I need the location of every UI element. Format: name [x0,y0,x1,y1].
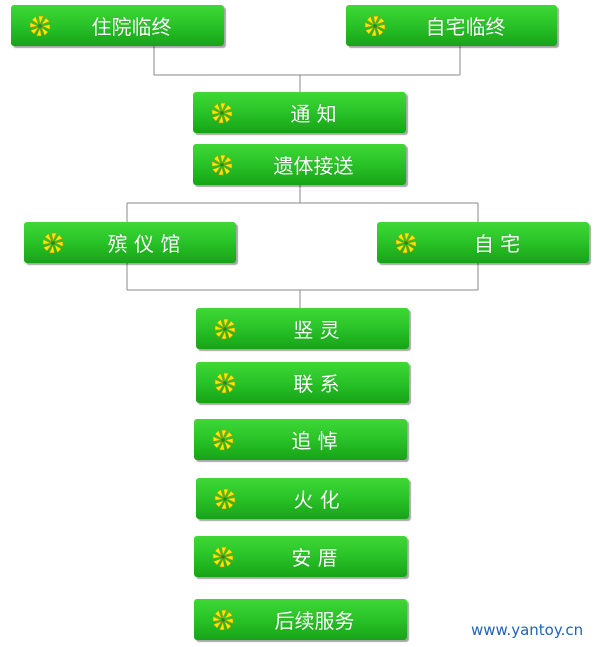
node-step-follow-up[interactable]: 后续服务 [194,599,407,640]
flower-icon [208,316,242,342]
flower-icon [205,100,239,126]
node-step-interment[interactable]: 安 厝 [194,536,407,577]
node-label: 后续服务 [274,609,355,633]
node-label: 竖 灵 [293,318,340,342]
node-label: 安 厝 [291,546,338,570]
node-label: 通 知 [290,102,337,126]
node-body-transport[interactable]: 遗体接送 [193,144,406,185]
node-label: 自 宅 [473,232,521,256]
node-label: 联 系 [293,372,340,396]
node-funeral-home[interactable]: 殡 仪 馆 [24,222,236,263]
flower-icon [206,427,240,453]
flower-icon [23,13,57,39]
watermark: www.yantoy.cn [471,621,584,639]
flower-icon [389,230,423,256]
node-notify[interactable]: 通 知 [193,92,406,133]
flower-icon [206,607,240,633]
node-label: 追 悼 [291,429,338,453]
node-home[interactable]: 自 宅 [377,222,589,263]
flower-icon [358,13,392,39]
flower-icon [36,230,70,256]
node-home-end-of-life[interactable]: 自宅临终 [346,5,557,46]
flower-icon [205,152,239,178]
node-label: 火 化 [293,488,340,512]
node-label: 自宅临终 [425,15,506,39]
node-step-contact[interactable]: 联 系 [196,362,409,403]
flower-icon [206,544,240,570]
node-label: 殡 仪 馆 [107,232,181,256]
node-step-set-up-altar[interactable]: 竖 灵 [196,308,409,349]
flower-icon [208,370,242,396]
node-hospital-end-of-life[interactable]: 住院临终 [11,5,224,46]
node-step-memorial[interactable]: 追 悼 [194,419,407,460]
flower-icon [208,486,242,512]
node-step-cremation[interactable]: 火 化 [196,478,409,519]
node-label: 遗体接送 [273,154,354,178]
node-label: 住院临终 [91,15,172,39]
